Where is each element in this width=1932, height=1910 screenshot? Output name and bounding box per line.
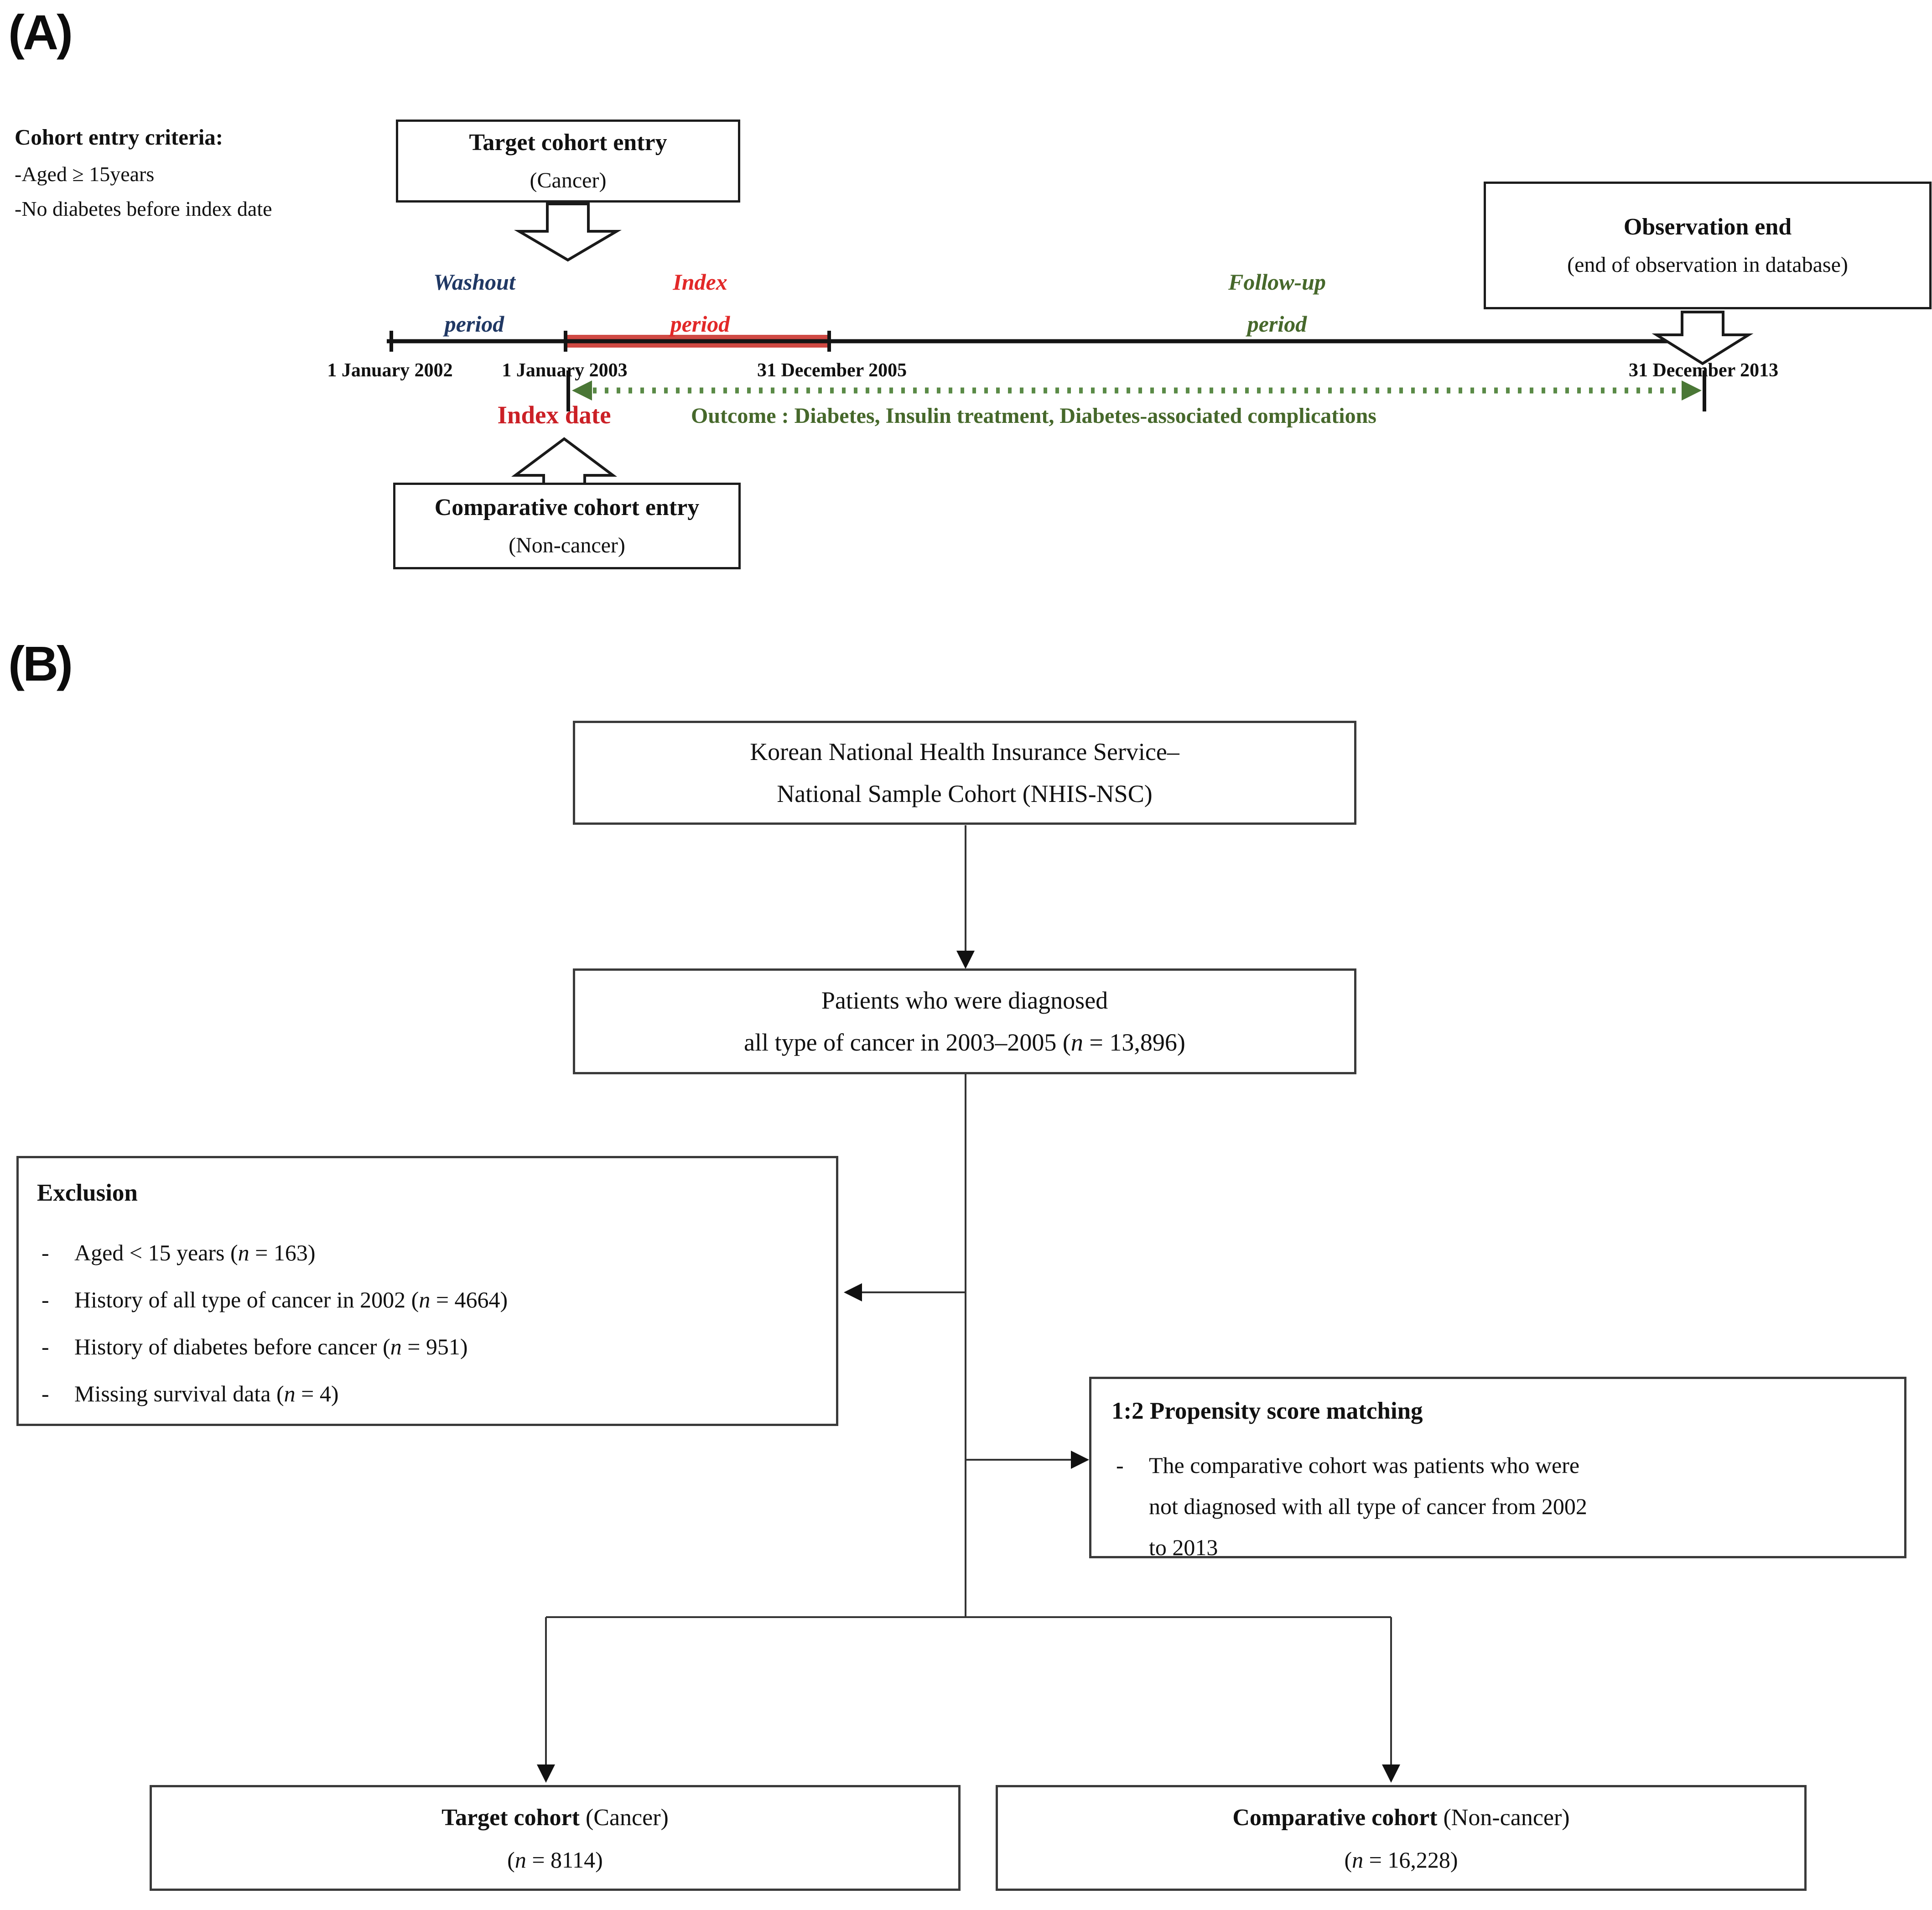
bullet-dash: - [42, 1240, 49, 1265]
patients-diagnosed-box: Patients who were diagnosed all type of … [573, 968, 1356, 1074]
exclusion-item-missing-data-text: Missing survival data ( [74, 1381, 284, 1406]
target-entry-title: Target cohort entry [469, 130, 667, 156]
index-period-label: Index period [634, 261, 766, 345]
exclusion-item-history-cancer: - History of all type of cancer in 2002 … [37, 1276, 508, 1323]
exclusion-item-age: - Aged < 15 years (n = 163) [37, 1229, 508, 1276]
target-cohort-box: Target cohort (Cancer) (n = 8114) [150, 1785, 961, 1891]
followup-arrowhead-right [1682, 380, 1702, 401]
washout-line1: Washout [433, 269, 515, 295]
criteria-item-no-diabetes: -No diabetes before index date [15, 197, 272, 220]
washout-period-label: Washout period [401, 261, 547, 345]
date-1-jan-2002: 1 January 2002 [327, 360, 453, 381]
patients-line2-pre: all type of cancer in 2003–2005 ( [744, 1029, 1071, 1056]
comparative-cohort-entry-box: Comparative cohort entry (Non-cancer) [393, 483, 741, 569]
n-symbol: n [514, 1847, 526, 1873]
timeline-tick-2003 [564, 331, 567, 352]
panel-a-label: (A) [8, 5, 73, 60]
criteria-item-age: -Aged ≥ 15years [15, 162, 155, 186]
timeline-tick-2005 [827, 331, 831, 352]
followup-start-bar [566, 370, 570, 411]
index-date-label: Index date [497, 401, 611, 429]
patients-line2-post: = 13,896) [1083, 1029, 1185, 1056]
followup-line1: Follow-up [1228, 269, 1326, 295]
n-symbol: n [238, 1240, 249, 1265]
bullet-dash: - [42, 1287, 49, 1312]
exclusion-item-history-diabetes-text: History of diabetes before cancer ( [74, 1334, 390, 1359]
source-line2: National Sample Cohort (NHIS-NSC) [777, 780, 1153, 807]
psm-line3: to 2013 [1149, 1535, 1218, 1560]
exclusion-item-age-text: Aged < 15 years ( [74, 1240, 238, 1265]
n-symbol: n [1352, 1847, 1364, 1873]
psm-line1: The comparative cohort was patients who … [1149, 1452, 1580, 1478]
date-1-jan-2003: 1 January 2003 [502, 360, 628, 381]
exclusion-title: Exclusion [37, 1180, 138, 1206]
patients-line2: all type of cancer in 2003–2005 (n = 13,… [744, 1021, 1185, 1063]
n-symbol: n [390, 1334, 402, 1359]
exclusion-box: Exclusion - Aged < 15 years (n = 163) - … [16, 1156, 838, 1426]
arrowhead-to-exclusion [844, 1283, 862, 1301]
bullet-dash: - [42, 1334, 49, 1359]
target-cohort-title: Target cohort (Cancer) [441, 1804, 669, 1831]
observation-end-title: Observation end [1623, 214, 1792, 240]
target-entry-subtitle: (Cancer) [530, 168, 607, 193]
psm-line2: not diagnosed with all type of cancer fr… [1149, 1494, 1587, 1519]
n-symbol: n [284, 1381, 296, 1406]
panel-b-label: (B) [8, 636, 73, 691]
bullet-dash: - [42, 1381, 49, 1406]
target-cohort-entry-box: Target cohort entry (Cancer) [396, 120, 740, 203]
criteria-title: Cohort entry criteria: [15, 125, 223, 150]
psm-title: 1:2 Propensity score matching [1111, 1398, 1423, 1424]
comparative-entry-subtitle: (Non-cancer) [509, 533, 625, 557]
comparative-entry-title: Comparative cohort entry [434, 494, 700, 520]
index-line2: period [670, 311, 730, 337]
observation-end-subtitle: (end of observation in database) [1567, 253, 1848, 277]
comparative-cohort-box: Comparative cohort (Non-cancer) (n = 16,… [996, 1785, 1807, 1891]
n-symbol: n [419, 1287, 431, 1312]
propensity-matching-box: 1:2 Propensity score matching - The comp… [1089, 1377, 1906, 1560]
followup-end-bar [1703, 370, 1706, 411]
date-31-dec-2013: 31 December 2013 [1628, 360, 1779, 381]
exclusion-item-history-cancer-text: History of all type of cancer in 2002 ( [74, 1287, 419, 1312]
psm-item: - The comparative cohort was patients wh… [1111, 1445, 1587, 1568]
timeline-tick-2002 [390, 331, 393, 352]
followup-line2: period [1247, 311, 1307, 337]
patients-line1: Patients who were diagnosed [821, 987, 1108, 1014]
observation-end-box: Observation end (end of observation in d… [1484, 182, 1932, 309]
arrowhead-to-psm [1071, 1451, 1089, 1469]
comparative-cohort-n: (n = 16,228) [1344, 1847, 1458, 1873]
bullet-dash: - [1116, 1452, 1124, 1478]
arrowhead-to-patients [956, 951, 975, 969]
comparative-entry-up-arrow [511, 437, 618, 486]
target-entry-down-arrow [514, 203, 622, 262]
observation-end-down-arrow [1652, 311, 1754, 365]
exclusion-item-missing-data: - Missing survival data (n = 4) [37, 1370, 508, 1417]
source-cohort-box: Korean National Health Insurance Service… [573, 721, 1356, 825]
target-cohort-n: (n = 8114) [507, 1847, 603, 1873]
index-line1: Index [673, 269, 727, 295]
n-symbol: n [1070, 1029, 1083, 1056]
washout-line2: period [444, 311, 504, 337]
followup-period-label: Follow-up period [1195, 261, 1359, 345]
arrowhead-to-target-cohort [537, 1764, 555, 1783]
exclusion-item-history-diabetes: - History of diabetes before cancer (n =… [37, 1323, 508, 1370]
source-line1: Korean National Health Insurance Service… [750, 738, 1179, 765]
arrowhead-to-comparative-cohort [1382, 1764, 1400, 1783]
cohort-entry-criteria: Cohort entry criteria: -Aged ≥ 15years -… [15, 118, 425, 226]
followup-arrowhead-left [572, 380, 592, 401]
outcome-label: Outcome : Diabetes, Insulin treatment, D… [691, 404, 1376, 428]
date-31-dec-2005: 31 December 2005 [757, 360, 907, 381]
comparative-cohort-title: Comparative cohort (Non-cancer) [1232, 1804, 1570, 1831]
